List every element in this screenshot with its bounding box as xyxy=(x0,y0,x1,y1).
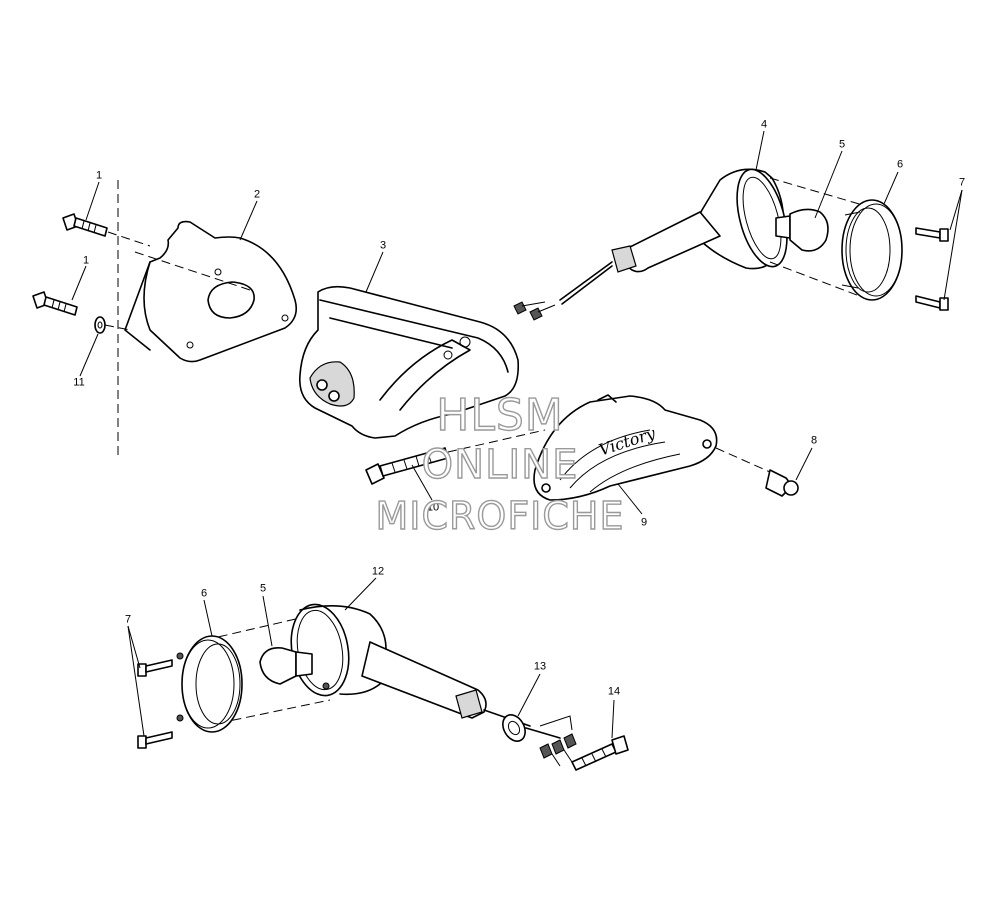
callout-6-upper: 6 xyxy=(896,158,904,171)
part-2-mounting-plate xyxy=(124,220,298,363)
part-1-bolt-lower xyxy=(32,291,78,316)
callout-7-upper: 7 xyxy=(958,176,966,189)
part-13-grommet-wires xyxy=(483,709,577,767)
part-12-lower-signal-housing xyxy=(290,603,487,719)
part-8-screw xyxy=(765,469,799,497)
callout-7-lower: 7 xyxy=(124,613,132,626)
callout-8: 8 xyxy=(810,434,818,447)
callout-1-lower: 1 xyxy=(82,254,90,267)
watermark-line-3: MICROFICHE xyxy=(375,494,625,538)
part-3-bracket-housing xyxy=(298,285,520,439)
part-4-upper-signal-housing xyxy=(513,168,788,321)
part-5-upper-bulb xyxy=(769,177,881,301)
part-7-lower-screws xyxy=(137,659,173,749)
callout-9: 9 xyxy=(640,516,648,529)
part-9-emblem-cover xyxy=(533,394,771,501)
callout-1-upper: 1 xyxy=(95,169,103,182)
watermark-line-2: ONLINE xyxy=(421,442,579,488)
leader-lines xyxy=(71,130,963,739)
part-10-long-bolt xyxy=(365,429,546,485)
callout-4: 4 xyxy=(760,118,768,131)
part-6-upper-lens xyxy=(841,199,903,301)
callout-12: 12 xyxy=(371,565,385,578)
callout-14: 14 xyxy=(607,685,621,698)
watermark-line-1: HLSM xyxy=(436,390,564,441)
callout-13: 13 xyxy=(533,660,547,673)
part-14-bolt xyxy=(571,735,629,771)
part-6-lower-lens xyxy=(176,635,243,733)
callout-3: 3 xyxy=(379,239,387,252)
callout-6-lower: 6 xyxy=(200,587,208,600)
callout-5-upper: 5 xyxy=(838,138,846,151)
callout-2: 2 xyxy=(253,188,261,201)
callout-10: 10 xyxy=(426,501,440,514)
part-7-upper-screws xyxy=(915,227,949,311)
callout-5-lower: 5 xyxy=(259,582,267,595)
part-1-bolt-upper xyxy=(62,213,151,247)
callout-11: 11 xyxy=(73,376,85,389)
